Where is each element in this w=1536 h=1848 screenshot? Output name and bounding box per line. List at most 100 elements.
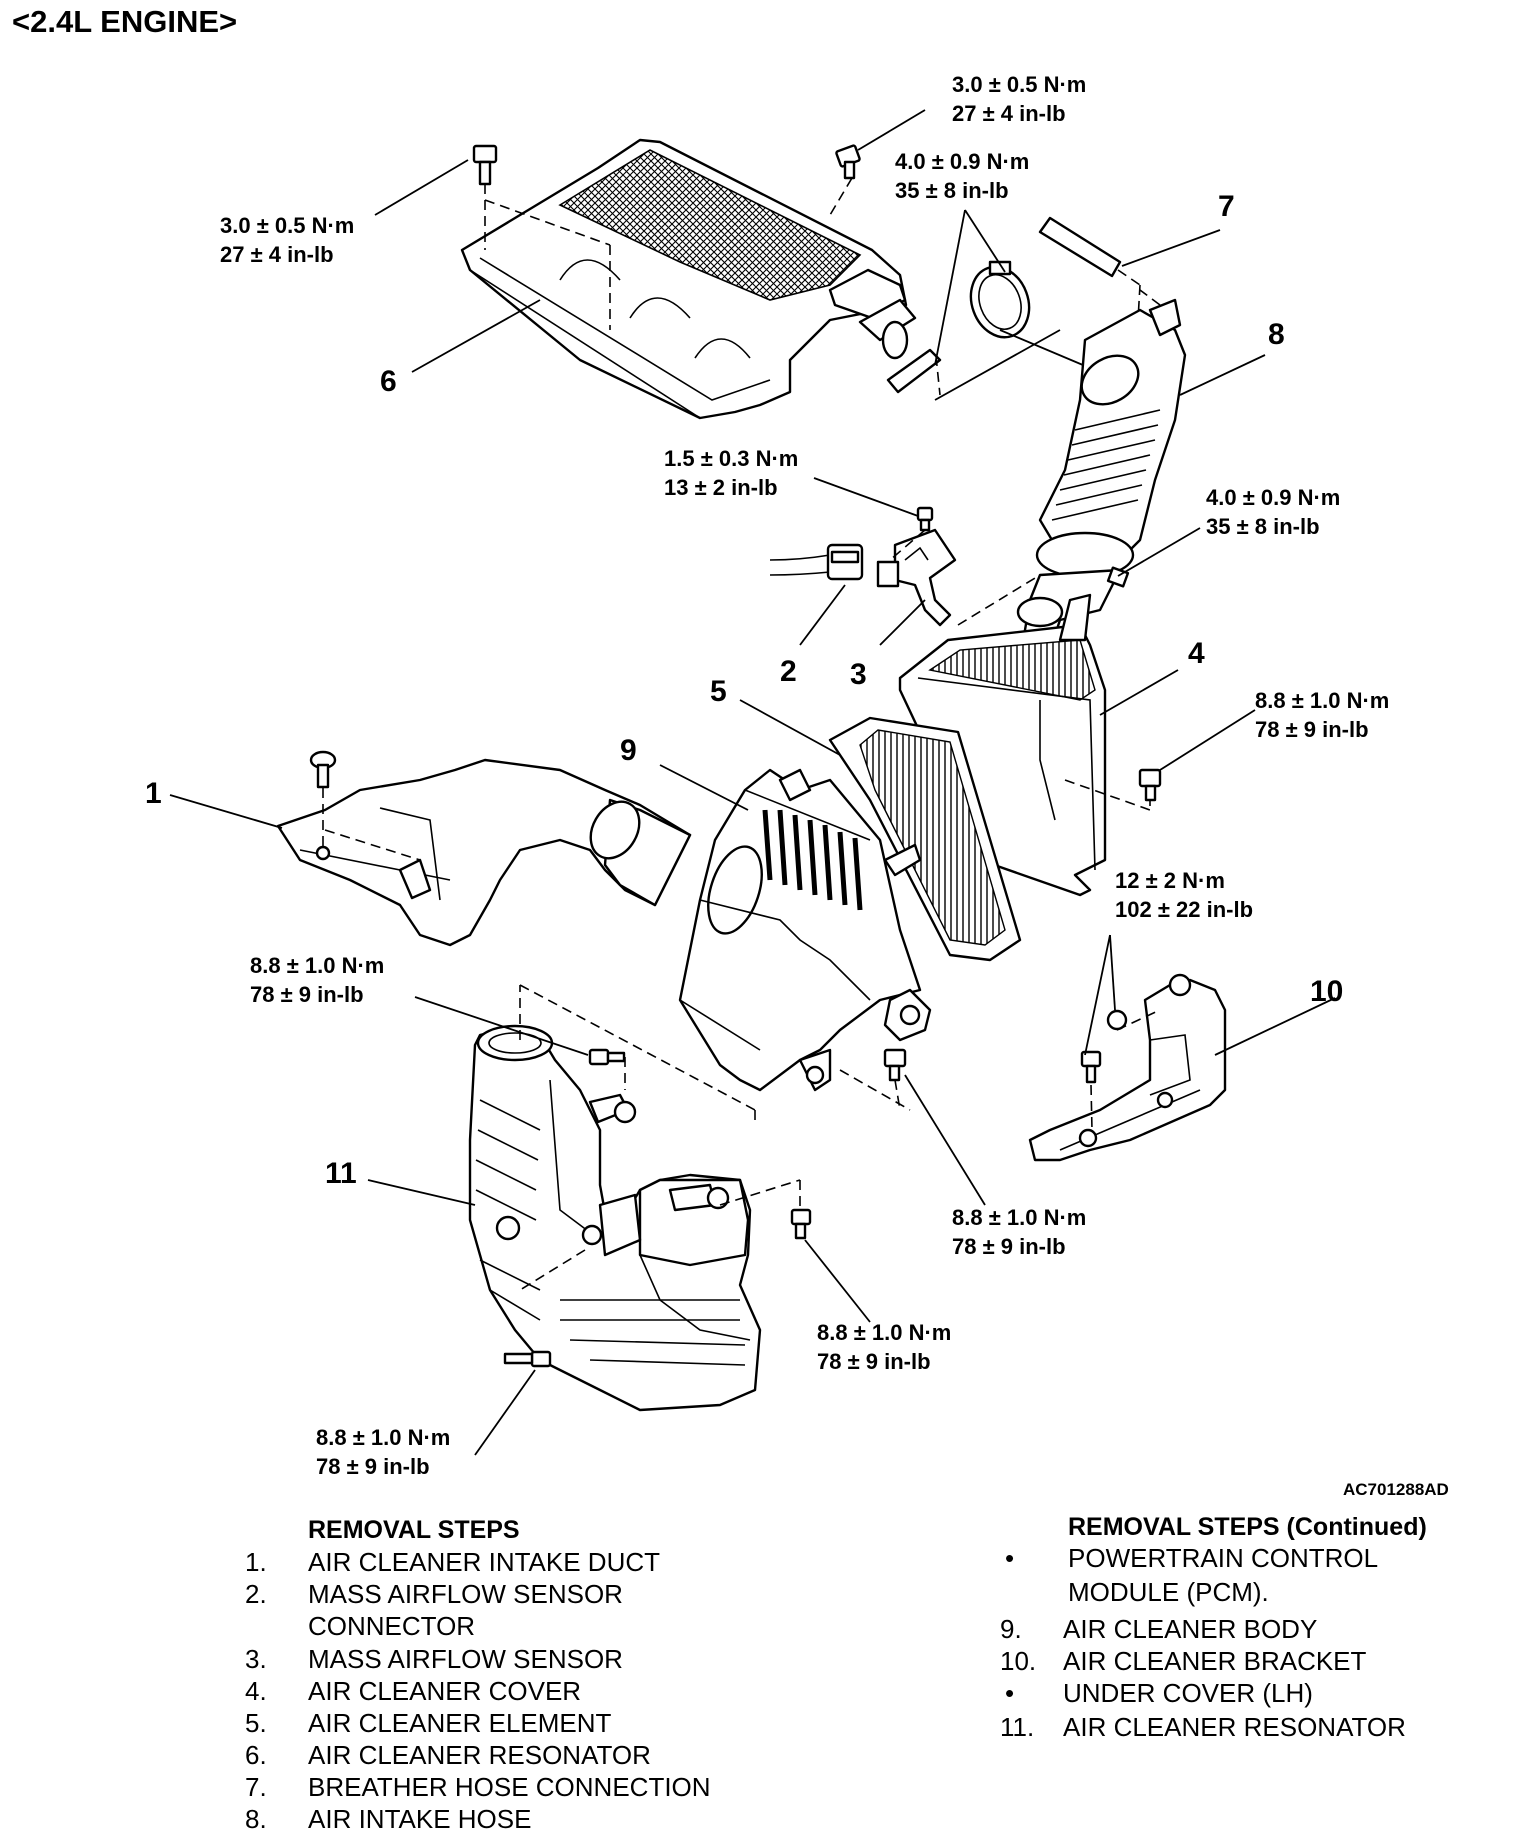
torque-spec: 3.0 ± 0.5 N·m 27 ± 4 in-lb <box>220 213 354 267</box>
svg-text:7.: 7. <box>245 1772 267 1802</box>
svg-text:1.: 1. <box>245 1547 267 1577</box>
removal-steps-heading: REMOVAL STEPS <box>308 1516 520 1544</box>
hose-clamp <box>969 260 1031 339</box>
part-11-air-cleaner-resonator <box>468 1024 762 1412</box>
svg-text:AIR CLEANER COVER: AIR CLEANER COVER <box>308 1676 581 1706</box>
svg-text:8.8 ± 1.0 N·m: 8.8 ± 1.0 N·m <box>1255 688 1389 713</box>
removal-steps-continued-heading: REMOVAL STEPS (Continued) <box>1068 1513 1427 1541</box>
svg-text:AIR CLEANER ELEMENT: AIR CLEANER ELEMENT <box>308 1708 612 1738</box>
svg-text:78 ± 9 in-lb: 78 ± 9 in-lb <box>1255 717 1369 742</box>
clip-icon <box>309 750 337 789</box>
svg-text:35 ± 8 in-lb: 35 ± 8 in-lb <box>895 178 1009 203</box>
svg-text:13 ± 2 in-lb: 13 ± 2 in-lb <box>664 475 778 500</box>
svg-text:3.0 ± 0.5 N·m: 3.0 ± 0.5 N·m <box>220 213 354 238</box>
torque-spec: 8.8 ± 1.0 N·m 78 ± 9 in-lb <box>817 1320 951 1374</box>
svg-text:4.0 ± 0.9 N·m: 4.0 ± 0.9 N·m <box>895 149 1029 174</box>
svg-text:78 ± 9 in-lb: 78 ± 9 in-lb <box>817 1349 931 1374</box>
bolt-icon <box>588 1048 626 1066</box>
svg-text:8.: 8. <box>245 1804 267 1834</box>
svg-text:27 ± 4 in-lb: 27 ± 4 in-lb <box>220 242 334 267</box>
svg-text:10.: 10. <box>1000 1646 1036 1676</box>
small-hose-fitting <box>886 348 942 394</box>
svg-text:POWERTRAIN CONTROL: POWERTRAIN CONTROL <box>1068 1543 1378 1573</box>
svg-text:BREATHER HOSE CONNECTION: BREATHER HOSE CONNECTION <box>308 1772 711 1802</box>
svg-text:AIR CLEANER INTAKE DUCT: AIR CLEANER INTAKE DUCT <box>308 1547 660 1577</box>
svg-text:6.: 6. <box>245 1740 267 1770</box>
svg-text:11.: 11. <box>1000 1712 1034 1742</box>
svg-text:1.5 ± 0.3 N·m: 1.5 ± 0.3 N·m <box>664 446 798 471</box>
torque-spec: 8.8 ± 1.0 N·m 78 ± 9 in-lb <box>250 953 384 1007</box>
torque-spec: 1.5 ± 0.3 N·m 13 ± 2 in-lb <box>664 446 798 500</box>
bolt-icon <box>790 1208 812 1240</box>
bolt-icon <box>835 144 861 180</box>
callout-number: 6 <box>380 365 397 398</box>
svg-text:CONNECTOR: CONNECTOR <box>308 1611 475 1641</box>
svg-text:MODULE (PCM).: MODULE (PCM). <box>1068 1577 1269 1607</box>
svg-text:78 ± 9 in-lb: 78 ± 9 in-lb <box>250 982 364 1007</box>
removal-steps-list: REMOVAL STEPS 1. AIR CLEANER INTAKE DUCT… <box>245 1516 711 1834</box>
svg-text:8.8 ± 1.0 N·m: 8.8 ± 1.0 N·m <box>952 1205 1086 1230</box>
svg-text:4.0 ± 0.9 N·m: 4.0 ± 0.9 N·m <box>1206 485 1340 510</box>
svg-text:MASS AIRFLOW SENSOR: MASS AIRFLOW SENSOR <box>308 1644 623 1674</box>
svg-text:MASS AIRFLOW SENSOR: MASS AIRFLOW SENSOR <box>308 1579 623 1609</box>
svg-text:AIR CLEANER BRACKET: AIR CLEANER BRACKET <box>1063 1646 1367 1676</box>
callout-number: 1 <box>145 777 162 810</box>
bolt-icon <box>503 1350 552 1368</box>
torque-spec: 8.8 ± 1.0 N·m 78 ± 9 in-lb <box>1255 688 1389 742</box>
removal-steps-continued-list: REMOVAL STEPS (Continued) • POWERTRAIN C… <box>1000 1513 1427 1742</box>
svg-text:AIR CLEANER RESONATOR: AIR CLEANER RESONATOR <box>308 1740 651 1770</box>
svg-text:UNDER COVER (LH): UNDER COVER (LH) <box>1063 1678 1313 1708</box>
svg-text:3.: 3. <box>245 1644 267 1674</box>
part-6-air-cleaner-resonator <box>460 138 917 420</box>
svg-text:AIR CLEANER BODY: AIR CLEANER BODY <box>1063 1614 1317 1644</box>
bolt-icon <box>1080 1050 1102 1084</box>
part-7-breather-hose <box>1038 216 1122 278</box>
svg-text:102 ± 22 in-lb: 102 ± 22 in-lb <box>1115 897 1253 922</box>
callout-number: 9 <box>620 734 637 767</box>
svg-text:27 ± 4 in-lb: 27 ± 4 in-lb <box>952 101 1066 126</box>
svg-text:8.8 ± 1.0 N·m: 8.8 ± 1.0 N·m <box>817 1320 951 1345</box>
figure-code: AC701288AD <box>1343 1480 1449 1499</box>
callout-number: 10 <box>1310 975 1343 1008</box>
torque-spec: 4.0 ± 0.9 N·m 35 ± 8 in-lb <box>895 149 1029 203</box>
svg-text:•: • <box>1005 1543 1014 1573</box>
svg-text:AIR CLEANER RESONATOR: AIR CLEANER RESONATOR <box>1063 1712 1406 1742</box>
part-8-air-intake-hose <box>1016 289 1187 662</box>
callout-number: 11 <box>325 1157 357 1190</box>
diagram-title: <2.4L ENGINE> <box>12 4 237 39</box>
bolt-icon <box>472 144 498 186</box>
torque-spec: 8.8 ± 1.0 N·m 78 ± 9 in-lb <box>316 1425 450 1479</box>
part-5-air-cleaner-element <box>828 716 1022 962</box>
svg-text:2.: 2. <box>245 1579 267 1609</box>
svg-text:AIR INTAKE HOSE: AIR INTAKE HOSE <box>308 1804 531 1834</box>
callout-number: 8 <box>1268 318 1285 351</box>
bolt-icon <box>1138 768 1162 802</box>
bolt-icon <box>883 1048 907 1082</box>
torque-spec: 12 ± 2 N·m 102 ± 22 in-lb <box>1115 868 1253 922</box>
part-1-air-cleaner-intake-duct <box>276 758 692 947</box>
svg-text:12 ± 2 N·m: 12 ± 2 N·m <box>1115 868 1225 893</box>
svg-text:8.8 ± 1.0 N·m: 8.8 ± 1.0 N·m <box>250 953 384 978</box>
torque-spec: 8.8 ± 1.0 N·m 78 ± 9 in-lb <box>952 1205 1086 1259</box>
svg-text:78 ± 9 in-lb: 78 ± 9 in-lb <box>952 1234 1066 1259</box>
svg-text:3.0 ± 0.5 N·m: 3.0 ± 0.5 N·m <box>952 72 1086 97</box>
svg-text:5.: 5. <box>245 1708 267 1738</box>
callout-number: 2 <box>780 655 797 688</box>
svg-text:35 ± 8 in-lb: 35 ± 8 in-lb <box>1206 514 1320 539</box>
svg-text:•: • <box>1005 1678 1014 1708</box>
svg-text:8.8 ± 1.0 N·m: 8.8 ± 1.0 N·m <box>316 1425 450 1450</box>
part-9-air-cleaner-body <box>678 768 932 1092</box>
part-3-maf-sensor <box>876 528 957 627</box>
torque-spec: 3.0 ± 0.5 N·m 27 ± 4 in-lb <box>952 72 1086 126</box>
screw-icon <box>916 506 934 532</box>
callout-number: 5 <box>710 675 727 708</box>
torque-spec: 4.0 ± 0.9 N·m 35 ± 8 in-lb <box>1206 485 1340 539</box>
svg-text:9.: 9. <box>1000 1614 1022 1644</box>
svg-text:4.: 4. <box>245 1676 267 1706</box>
callout-number: 3 <box>850 658 867 691</box>
part-10-air-cleaner-bracket <box>1028 973 1227 1162</box>
part-2-maf-connector <box>769 543 864 581</box>
callout-number: 7 <box>1218 190 1235 223</box>
svg-text:78 ± 9 in-lb: 78 ± 9 in-lb <box>316 1454 430 1479</box>
